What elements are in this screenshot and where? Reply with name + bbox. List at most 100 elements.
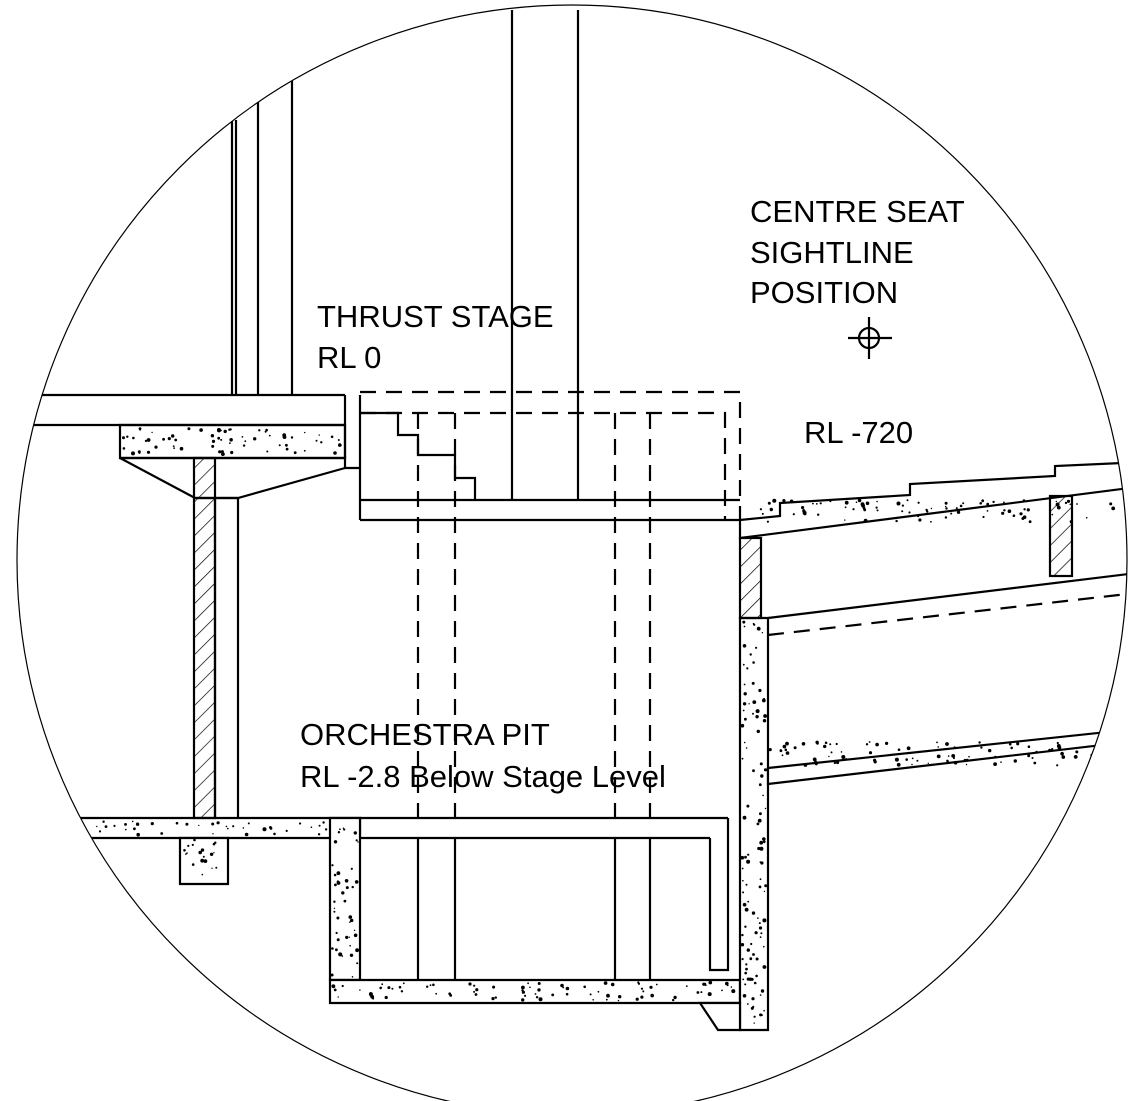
aggregate-speck [1075,750,1079,754]
aggregate-speck [200,858,205,863]
aggregate-speck [398,985,402,989]
aggregate-speck [741,867,744,870]
aggregate-speck [1013,759,1017,763]
aggregate-speck [863,508,867,512]
aggregate-speck [247,822,250,825]
aggregate-speck [936,741,938,744]
aggregate-speck [551,993,555,997]
aggregate-speck [944,501,948,505]
aggregate-speck [214,841,217,844]
aggregate-speck [589,993,592,996]
aggregate-speck [764,807,767,810]
aggregate-speck [241,436,244,438]
aggregate-speck [242,444,246,447]
aggregate-speck [210,434,215,438]
aggregate-speck [759,762,763,766]
aggregate-speck [125,828,127,831]
aggregate-speck [906,746,911,751]
aggregate-speck [759,812,762,816]
aggregate-speck [763,714,767,718]
aggregate-speck [759,994,762,996]
aggregate-speck [752,769,755,773]
aggregate-speck [538,997,543,1002]
aggregate-speck [290,436,294,439]
aggregate-speck [901,504,905,507]
aggregate-speck [759,878,762,881]
aggregate-speck [742,978,745,981]
aggregate-speck [432,983,435,987]
aggregate-speck [744,925,747,928]
aggregate-speck [759,840,764,845]
aggregate-speck [751,997,755,1001]
sightline-label-line2: SIGHTLINE [750,235,914,270]
aggregate-speck [672,998,675,1002]
aggregate-speck [743,692,747,696]
aggregate-speck [73,832,77,836]
aggregate-speck [944,505,947,508]
aggregate-speck [183,849,186,852]
aggregate-speck [1117,745,1122,750]
aggregate-speck [131,820,134,823]
aggregate-speck [988,748,992,753]
aggregate-speck [1021,517,1025,520]
aggregate-speck [953,757,955,760]
aggregate-speck [318,434,320,436]
aggregate-speck [911,757,914,760]
aggregate-speck [655,983,658,986]
aggregate-speck [763,890,766,893]
aggregate-speck [744,717,747,721]
aggregate-speck [901,510,904,513]
aggregate-speck [814,762,818,766]
aggregate-speck [173,447,176,449]
aggregate-speck [338,952,343,957]
aggregate-speck [244,440,247,443]
aggregate-speck [136,832,140,837]
aggregate-speck [918,518,922,522]
aggregate-speck [747,900,750,903]
aggregate-speck [131,451,135,456]
concrete-aggregate [20,427,1127,1024]
aggregate-speck [198,850,202,855]
aggregate-speck [146,438,151,442]
aggregate-speck [336,881,341,885]
aggregate-speck [740,943,745,947]
aggregate-speck [895,519,898,523]
aggregate-speck [746,667,749,670]
aggregate-speck [339,444,341,447]
aggregate-speck [863,518,868,523]
aggregate-speck [1019,512,1023,516]
aggregate-speck [216,821,220,825]
aggregate-speck [268,434,271,437]
aggregate-speck [1073,755,1078,759]
aggregate-speck [745,883,748,886]
aggregate-speck [174,438,178,442]
aggregate-speck [171,434,175,438]
aggregate-speck [708,980,713,985]
aggregate-speck [133,827,136,831]
aggregate-speck [187,427,191,431]
aggregate-speck [894,757,899,762]
aggregate-speck [744,907,749,912]
aggregate-speck [345,935,349,940]
aggregate-speck [212,833,214,835]
aggregate-speck [334,883,337,887]
aggregate-speck [1126,502,1127,505]
aggregate-speck [781,754,784,757]
aggregate-speck [50,823,52,825]
aggregate-speck [524,994,527,997]
aggregate-speck [757,818,762,823]
aggregate-speck [986,502,990,506]
aggregate-speck [353,933,358,938]
aggregate-speck [740,723,745,728]
aggregate-speck [228,428,231,431]
aggregate-speck [610,982,615,987]
aggregate-speck [336,871,341,876]
aggregate-speck [756,822,760,826]
aggregate-speck [936,754,941,759]
aggregate-speck [896,762,901,767]
aggregate-speck [537,988,541,992]
aggregate-speck [349,944,352,947]
aggregate-speck [429,984,432,987]
aggregate-speck [759,1013,763,1017]
